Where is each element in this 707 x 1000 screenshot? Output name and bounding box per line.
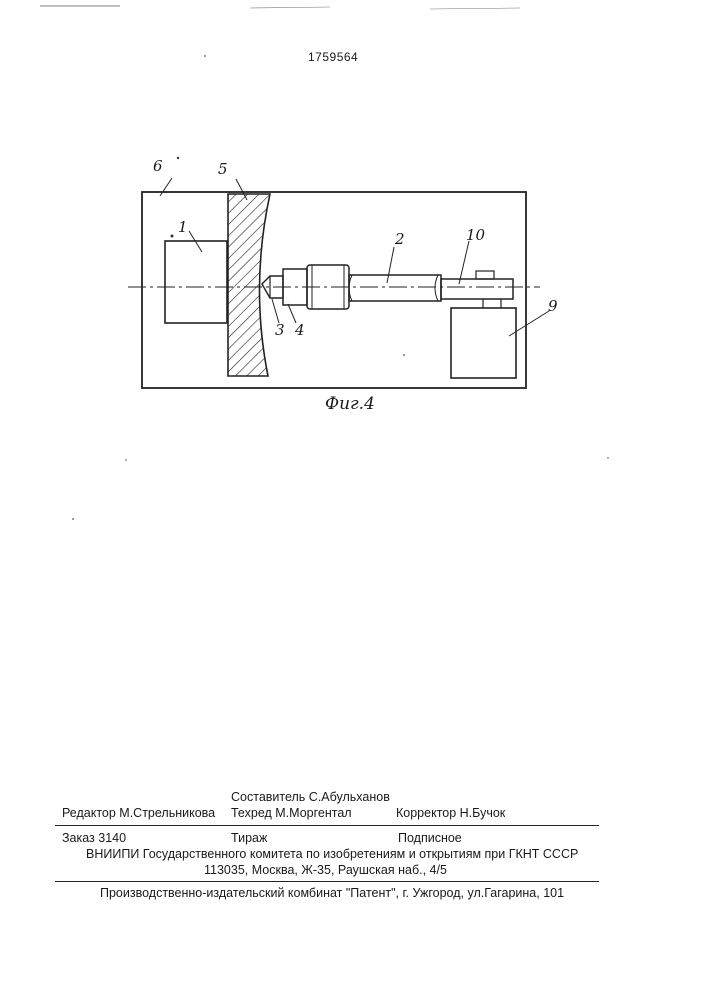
institution-line-1: ВНИИПИ Государственного комитета по изоб…: [86, 847, 578, 861]
housing-frame: [142, 192, 526, 388]
spindle-2: [349, 275, 441, 301]
label-3: 3: [275, 321, 285, 339]
label-9: 9: [548, 297, 558, 315]
label-10: 10: [466, 226, 485, 244]
subscription-label: Подписное: [398, 831, 462, 845]
label-5: 5: [218, 160, 228, 178]
label-1: 1: [178, 218, 188, 236]
label-6: 6: [153, 157, 163, 175]
hatched-plate-5: [228, 194, 270, 376]
drive-key: [476, 271, 494, 279]
figure-caption: Фиг.4: [325, 394, 375, 414]
publisher-line: Производственно-издательский комбинат "П…: [100, 886, 564, 900]
editor-credit: Редактор М.Стрельникова: [62, 806, 215, 820]
label-4: 4: [295, 321, 305, 339]
block-1: [165, 241, 227, 323]
order-number: Заказ 3140: [62, 831, 126, 845]
compiler-credit: Составитель С.Абульханов: [231, 790, 390, 804]
techred-credit: Техред М.Моргентал: [231, 806, 352, 820]
motor-block-9: [451, 308, 516, 378]
circulation-label: Тираж: [231, 831, 267, 845]
footer-rule-bottom: [55, 881, 599, 882]
institution-line-2: 113035, Москва, Ж-35, Раушская наб., 4/5: [204, 863, 447, 877]
drive-part-10: [441, 279, 513, 299]
corrector-credit: Корректор Н.Бучок: [396, 806, 505, 820]
footer-rule-top: [55, 825, 599, 826]
label-2: 2: [395, 230, 405, 248]
